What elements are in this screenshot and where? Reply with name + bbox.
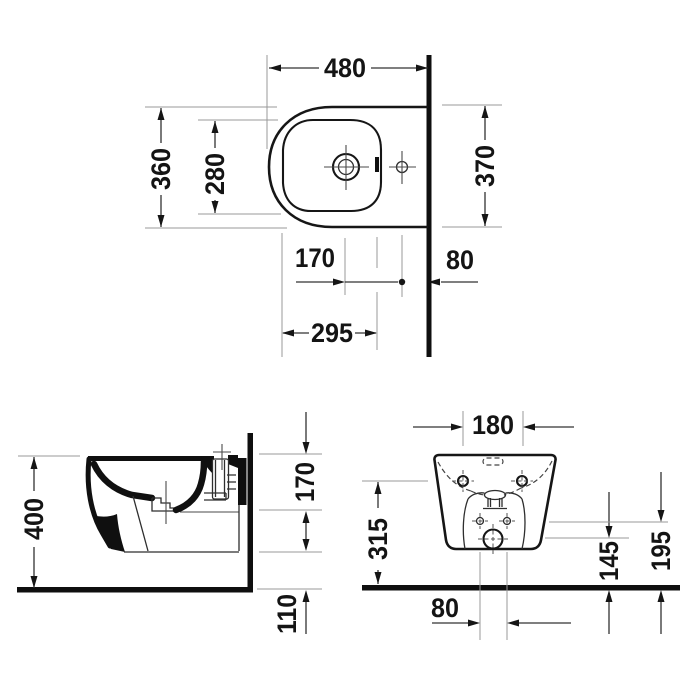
wall-section-line (426, 55, 432, 357)
dim-315: 315 (362, 480, 428, 584)
extension-line (198, 119, 281, 215)
rear-view: 180 315 145 195 80 (362, 410, 680, 640)
dim-280: 280 (198, 119, 281, 215)
dim-label-80-top: 80 (446, 245, 474, 275)
dim-label-295: 295 (311, 318, 353, 348)
basin-inner-curve (90, 460, 156, 502)
front-foot-section (96, 514, 125, 552)
dim-label-170-side: 170 (290, 462, 320, 502)
thread-ticks (227, 474, 236, 490)
deck-section-left (201, 456, 213, 474)
floor-line (17, 587, 253, 593)
overflow-slot (375, 157, 379, 172)
dim-195: 195 (549, 472, 676, 634)
side-view: 400 170 110 (17, 412, 322, 634)
dim-80-rear: 80 (431, 552, 571, 640)
floor-line (362, 585, 680, 591)
arrow-heads (468, 619, 519, 627)
bidet-outline-rear (433, 453, 557, 551)
arrow-heads (374, 482, 382, 584)
dim-170-side: 170 110 (257, 412, 322, 634)
dim-180: 180 (413, 410, 574, 446)
basin-rear-curve (172, 458, 208, 514)
dim-label-145: 145 (594, 541, 624, 581)
top-view: 480 360 280 370 170 (145, 53, 502, 357)
reference-dot (398, 278, 406, 286)
tap-hole-crosshair (324, 145, 369, 190)
outlet-flange (204, 492, 227, 501)
bidet-outline-plan (267, 105, 428, 229)
tap-crosshair (213, 444, 231, 470)
outlet-collar (483, 489, 507, 501)
skirt-contour (462, 498, 526, 550)
small-hole-left (475, 516, 485, 526)
basin-underside-wings (467, 492, 523, 500)
extension-line (462, 411, 524, 446)
extension-line (145, 106, 287, 229)
overflow-slot-hidden (482, 457, 504, 466)
dim-label-170-top: 170 (295, 243, 335, 273)
supply-hole-crosshair (389, 151, 416, 184)
small-hole-crosshairs (472, 513, 515, 529)
dim-170-80-row: 170 80 (281, 233, 478, 357)
deck-section-right (228, 455, 238, 468)
back-wall-section (238, 458, 247, 505)
dim-label-480: 480 (324, 53, 366, 83)
arrow-heads (302, 442, 310, 602)
drain-hole (482, 528, 504, 550)
tap-hole-walls (214, 460, 226, 497)
dim-370: 370 (442, 104, 502, 228)
drain-crosshair (478, 524, 508, 554)
arrow-heads (157, 108, 165, 227)
bidet-rear (433, 453, 557, 554)
inner-wall-edge (132, 495, 149, 552)
dim-145: 145 (545, 492, 629, 634)
arrow-heads (481, 106, 489, 226)
dim-480: 480 (266, 53, 428, 149)
dim-label-315: 315 (363, 518, 393, 560)
dim-295: 295 (282, 318, 377, 348)
dim-label-360: 360 (146, 148, 176, 190)
dim-label-195: 195 (646, 531, 676, 571)
small-hole-right (502, 516, 512, 526)
dim-label-80-rear: 80 (431, 593, 459, 623)
dim-label-280: 280 (200, 153, 230, 195)
rim-section (88, 456, 214, 461)
dim-label-400: 400 (19, 498, 49, 540)
outlet-pipe (483, 498, 507, 510)
extension-line (442, 104, 502, 228)
extension-line (479, 552, 508, 640)
extension-line (257, 453, 322, 590)
dim-label-180: 180 (472, 410, 514, 440)
bidet-profile (85, 444, 247, 553)
dim-360: 360 (145, 106, 287, 229)
dim-400: 400 (18, 455, 80, 588)
dim-label-370: 370 (470, 145, 500, 187)
extension-line (281, 233, 403, 357)
dim-label-110: 110 (272, 594, 302, 634)
basin-outline-plan (281, 118, 383, 213)
wall-section-line (247, 433, 253, 592)
